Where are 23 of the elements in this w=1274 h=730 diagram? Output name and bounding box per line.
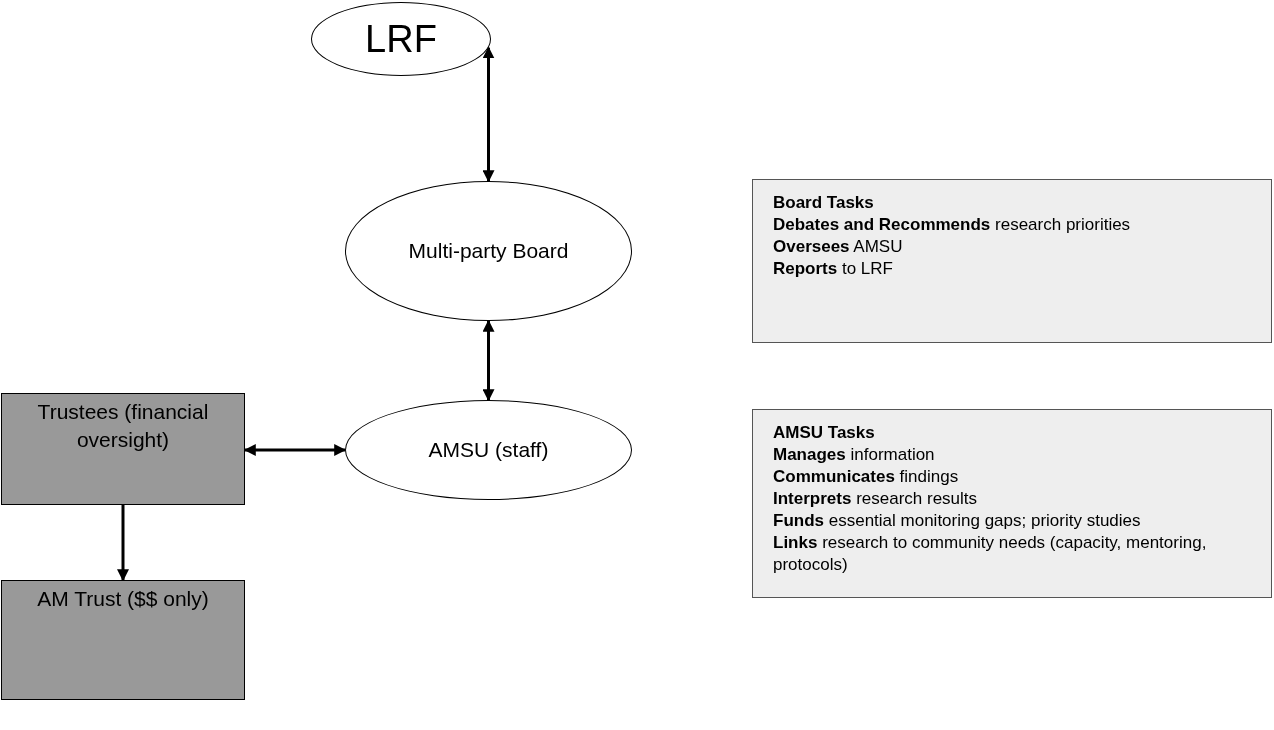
task-text: Interprets research results: [773, 488, 979, 510]
node-label: AM Trust ($$ only): [36, 586, 210, 612]
node-label: AMSU (staff): [427, 437, 550, 463]
task-text: Reports to LRF: [773, 258, 894, 280]
arrow: [117, 505, 129, 582]
task-text: Communicates findings: [773, 466, 960, 488]
process-box: [1, 393, 245, 505]
panel-heading: AMSU Tasks: [773, 422, 876, 444]
node-label: LRF: [364, 16, 438, 62]
arrow: [243, 444, 347, 456]
arrow: [482, 46, 495, 183]
node-label: Multi-party Board: [407, 238, 570, 264]
task-text: Links research to community needs (capacity, mentoring, protocols): [773, 532, 1208, 576]
process-box: [1, 580, 245, 700]
task-panel: [752, 409, 1272, 598]
task-text: Oversees AMSU: [773, 236, 904, 258]
task-text: Debates and Recommends research priorities: [773, 214, 1132, 236]
node-label: Trustees (financial oversight): [36, 399, 210, 453]
arrow: [482, 319, 495, 402]
task-text: Manages information: [773, 444, 936, 466]
panel-heading: Board Tasks: [773, 192, 875, 214]
task-panel: [752, 179, 1272, 343]
task-text: Funds essential monitoring gaps; priority studies: [773, 510, 1142, 532]
